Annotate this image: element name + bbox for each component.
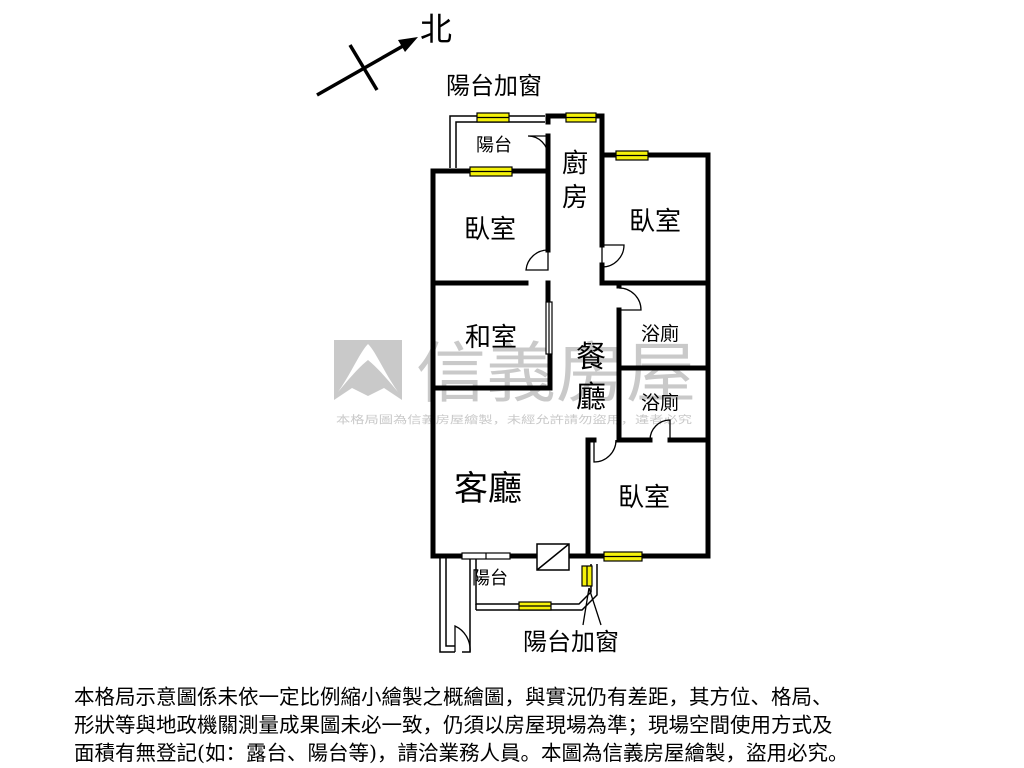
label-bedroom-se: 臥室: [618, 483, 670, 513]
label-balcony-bottom: 陽台: [472, 568, 508, 589]
label-living-room: 客廳: [454, 469, 522, 509]
label-bath-1: 浴廁: [641, 322, 679, 345]
windows: [469, 112, 649, 611]
watermark-logo-icon: [334, 340, 402, 400]
disclaimer-line-1: 本格局示意圖係未依一定比例縮小繪製之概繪圖，與實況仍有差距，其方位、格局、: [74, 685, 833, 709]
label-balcony-top: 陽台: [476, 135, 512, 156]
watermark: 信義房屋 本格局圖為信義房屋繪製，未經允許請勿盜用，違者必究: [334, 335, 696, 426]
disclaimer-line-2: 形狀等與地政機關測量成果圖未必一致，仍須以房屋現場為準；現場空間使用方式及: [74, 713, 833, 737]
label-bedroom-ne: 臥室: [629, 207, 681, 237]
floor-plan: 信義房屋 本格局圖為信義房屋繪製，未經允許請勿盜用，違者必究 北: [316, 10, 711, 656]
compass-arrowhead-icon: [398, 37, 418, 52]
compass-north-label: 北: [420, 10, 452, 48]
label-bedroom-nw: 臥室: [464, 215, 516, 245]
callout-pointer: [582, 587, 602, 626]
compass-cross-icon: [348, 44, 379, 91]
watermark-brand: 信義房屋: [416, 335, 696, 412]
room-labels: 陽台加窗 陽台 廚 房 臥室 臥室 和室 餐 廳 浴廁 浴廁 客廳 臥室 陽台 …: [446, 72, 681, 656]
disclaimer-line-3: 面積有無登記(如：露台、陽台等)，請洽業務人員。本圖為信義房屋繪製，盜用必究。: [74, 741, 849, 765]
ac-unit-icon: [536, 543, 570, 571]
door-swings: [454, 135, 671, 653]
label-bath-2: 浴廁: [641, 391, 679, 414]
label-dining-1: 餐: [576, 340, 606, 375]
label-japanese-room: 和室: [465, 323, 517, 353]
label-balcony-window-bottom: 陽台加窗: [523, 628, 619, 656]
watermark-note: 本格局圖為信義房屋繪製，未經允許請勿盜用，違者必究: [336, 413, 693, 426]
balcony-sliding-door: [461, 552, 511, 560]
label-balcony-window-top: 陽台加窗: [446, 72, 542, 100]
label-dining-2: 廳: [576, 380, 606, 415]
disclaimer: 本格局示意圖係未依一定比例縮小繪製之概繪圖，與實況仍有差距，其方位、格局、 形狀…: [74, 683, 974, 767]
label-kitchen-1: 廚: [562, 149, 588, 179]
label-kitchen-2: 房: [562, 183, 588, 213]
sliding-door: [545, 301, 553, 355]
compass: 北: [316, 10, 452, 97]
